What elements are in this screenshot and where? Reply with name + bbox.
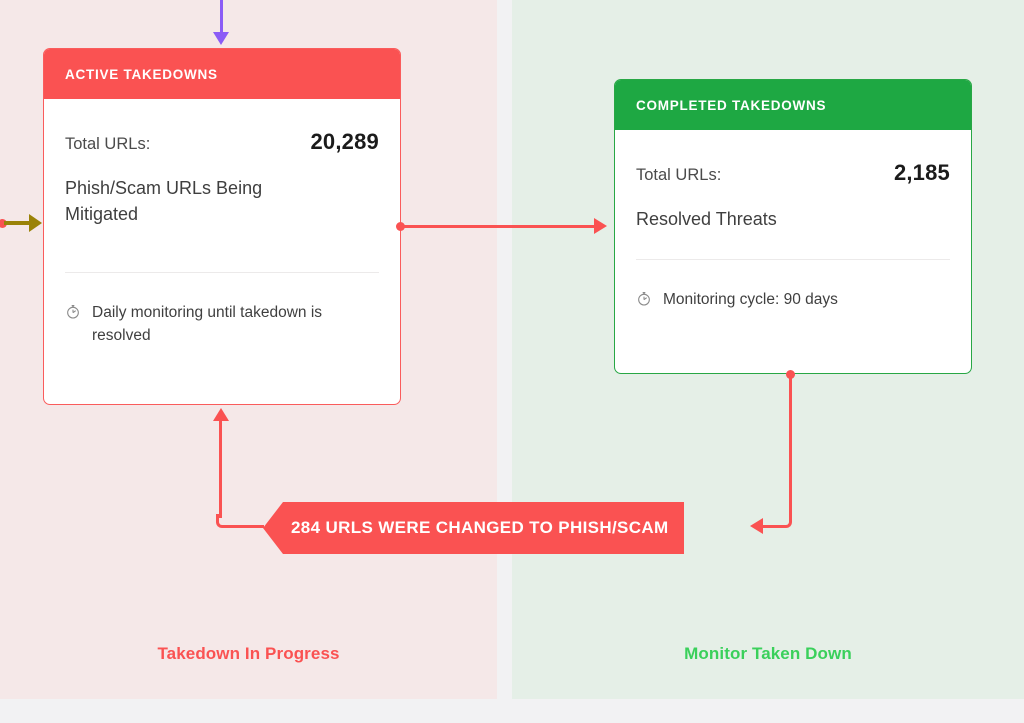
ribbon-to-active-line-v [219, 420, 222, 518]
ribbon-arrow-tip [263, 502, 283, 554]
card-active-divider [65, 272, 379, 274]
olive-arrow-origin-dot [0, 219, 7, 228]
card-completed-metric-label: Total URLs: [636, 166, 722, 184]
purple-down-arrow-line [220, 0, 223, 34]
ribbon-to-active-corner [216, 514, 230, 528]
card-active-metric-row: Total URLs: 20,289 [65, 99, 379, 155]
card-active-metric-label: Total URLs: [65, 135, 151, 153]
active-to-completed-line [400, 225, 596, 228]
card-completed-divider [636, 258, 950, 260]
card-completed-description: Resolved Threats [636, 209, 777, 229]
card-active-footnote-text: Daily monitoring until takedown is resol… [92, 304, 323, 344]
card-active-header: ACTIVE TAKEDOWNS [44, 49, 400, 99]
ribbon-url-change-banner[interactable]: 284 URLS WERE CHANGED TO PHISH/SCAM [263, 502, 685, 554]
stopwatch-icon [65, 304, 81, 327]
olive-right-arrow-line [4, 221, 30, 225]
completed-to-ribbon-line-v [789, 375, 792, 518]
card-active-body: Total URLs: 20,289 Phish/Scam URLs Being… [44, 99, 400, 347]
card-completed-footnote: Monitoring cycle: 90 days [636, 289, 950, 314]
card-completed-body: Total URLs: 2,185 Resolved Threats Monit… [615, 130, 971, 314]
card-active-metric-value: 20,289 [310, 129, 379, 154]
completed-to-ribbon-origin-dot [786, 370, 795, 379]
card-active-description: Phish/Scam URLs Being Mitigated [65, 178, 263, 224]
card-completed-metric-row: Total URLs: 2,185 [636, 130, 950, 186]
stopwatch-icon [636, 291, 652, 314]
swimlane-label-monitor-taken-down: Monitor Taken Down [684, 644, 852, 663]
swimlane-label-takedown-in-progress: Takedown In Progress [157, 644, 340, 663]
completed-to-ribbon-line-h [762, 525, 782, 528]
completed-to-ribbon-corner [778, 514, 792, 528]
card-completed-footnote-text: Monitoring cycle: 90 days [663, 290, 838, 308]
ribbon-label: 284 URLS WERE CHANGED TO PHISH/SCAM [283, 502, 685, 554]
ribbon-to-active-line-h [228, 525, 264, 528]
olive-right-arrow-head [29, 214, 42, 232]
card-completed-metric-value: 2,185 [893, 160, 950, 185]
card-completed-header: COMPLETED TAKEDOWNS [615, 80, 971, 130]
active-to-completed-arrow-head [594, 218, 607, 234]
ribbon-to-active-arrow-head [213, 408, 229, 421]
card-active-takedowns[interactable]: ACTIVE TAKEDOWNS Total URLs: 20,289 Phis… [43, 48, 401, 405]
purple-down-arrow-head [213, 32, 229, 45]
card-completed-takedowns[interactable]: COMPLETED TAKEDOWNS Total URLs: 2,185 Re… [614, 79, 972, 374]
completed-to-ribbon-arrow-head [750, 518, 763, 534]
card-active-footnote: Daily monitoring until takedown is resol… [65, 302, 379, 347]
